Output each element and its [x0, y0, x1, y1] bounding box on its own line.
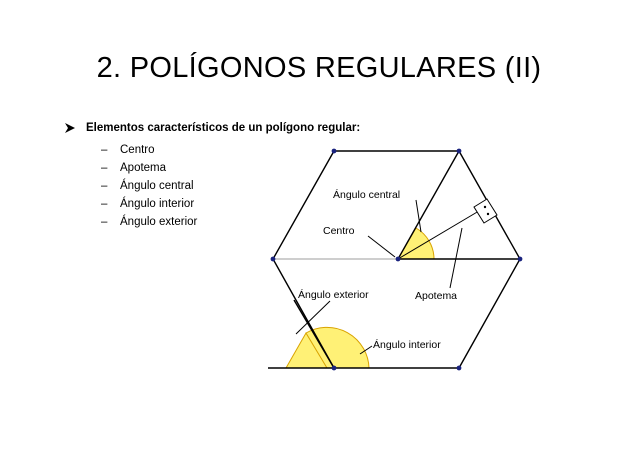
arrow-bullet-icon [65, 123, 75, 133]
label-angulo-central: Ángulo central [333, 188, 400, 201]
vertex-point [331, 365, 337, 371]
main-bullet-text: Elementos característicos de un polígono… [86, 122, 361, 134]
list-item-apotema: Apotema [101, 159, 197, 177]
leader-exterior [295, 300, 331, 335]
vertex-point [456, 365, 462, 371]
hexagon-diagram: Ángulo central Centro Ángulo exterior Ap… [268, 148, 523, 371]
main-bullet: Elementos característicos de un polígono… [64, 122, 360, 134]
apothem-line [397, 204, 490, 260]
vertex-point [456, 148, 462, 154]
vertex-point [331, 148, 337, 154]
label-apotema: Apotema [415, 290, 457, 302]
list-item-centro: Centro [101, 141, 197, 159]
slide-title: 2. POLÍGONOS REGULARES (II) [96, 52, 542, 84]
exterior-ray [293, 299, 335, 369]
leader-apotema [449, 227, 463, 289]
label-angulo-exterior: Ángulo exterior [298, 288, 369, 301]
vertex-point [517, 256, 523, 262]
radius-upper [397, 150, 460, 260]
list-item-angulo-interior: Ángulo interior [101, 195, 197, 213]
center-point [395, 256, 401, 262]
leader-interior [359, 345, 373, 355]
right-angle-marker [473, 198, 498, 224]
vertex-point [270, 256, 276, 262]
leader-centro [367, 235, 396, 258]
elements-list: Centro Apotema Ángulo central Ángulo int… [101, 141, 197, 231]
label-angulo-interior: Ángulo interior [373, 338, 441, 351]
central-angle-fill [397, 227, 435, 260]
label-centro: Centro [323, 225, 355, 237]
list-item-angulo-exterior: Ángulo exterior [101, 213, 197, 231]
list-item-angulo-central: Ángulo central [101, 177, 197, 195]
leader-central [415, 199, 422, 233]
